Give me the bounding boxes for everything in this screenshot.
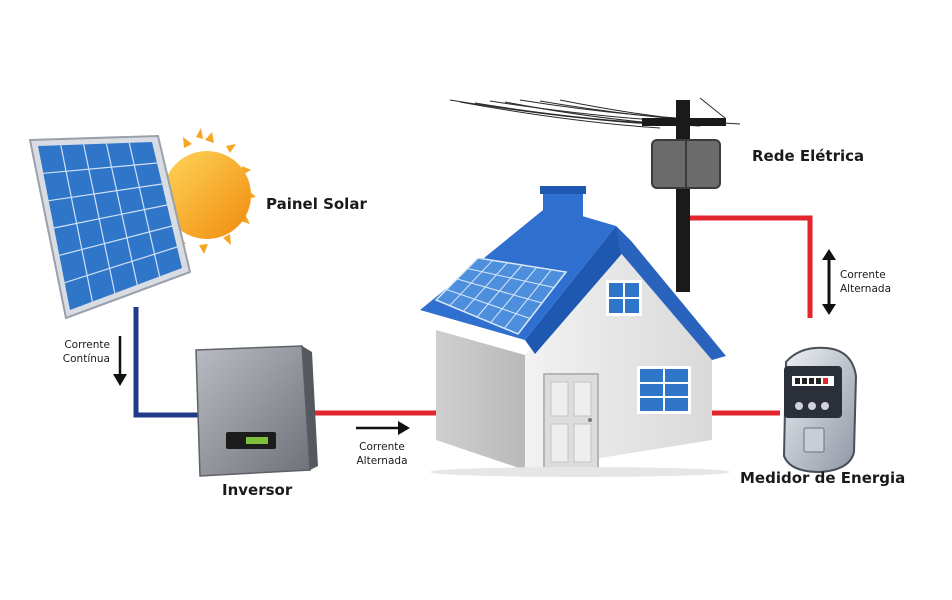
inverter-label: Inversor (222, 481, 293, 499)
inverter (195, 345, 318, 477)
utility-pole (449, 97, 741, 292)
meter-label: Medidor de Energia (740, 469, 906, 487)
panel-cell-line (43, 162, 158, 174)
panel-cell-line (48, 183, 163, 202)
ac-house-current-line2: Alternada (356, 455, 408, 467)
panel-cell-line (446, 289, 531, 319)
dc-current-label: Corrente Contínua (40, 338, 110, 366)
arrow-up-down-icon (822, 249, 836, 315)
dc-wire (133, 307, 200, 418)
grid-label: Rede Elétrica (752, 147, 865, 165)
ac-house-current-label: Corrente Alternada (344, 440, 420, 468)
solar-panel-label: Painel Solar (266, 195, 367, 213)
dc-current-line1: Corrente (64, 339, 110, 351)
panel-cell-line (456, 278, 543, 304)
ac-wire-grid-meter (684, 215, 813, 318)
ac-grid-current-line1: Corrente (840, 269, 886, 281)
ac-house-current-line1: Corrente (359, 441, 405, 453)
energy-meter (782, 346, 858, 474)
ac-grid-current-line2: Alternada (840, 283, 891, 295)
panel-cell-line (59, 225, 173, 256)
solar-panel (28, 134, 192, 320)
panel-cell-line (64, 246, 178, 284)
arrow-down-icon (113, 336, 127, 386)
house (420, 186, 730, 477)
arrow-right-icon (356, 421, 410, 435)
ac-grid-current-label: Corrente Alternada (840, 268, 920, 296)
dc-current-line2: Contínua (62, 353, 110, 365)
panel-cell-line (467, 268, 555, 288)
panel-cell-line (53, 204, 168, 229)
